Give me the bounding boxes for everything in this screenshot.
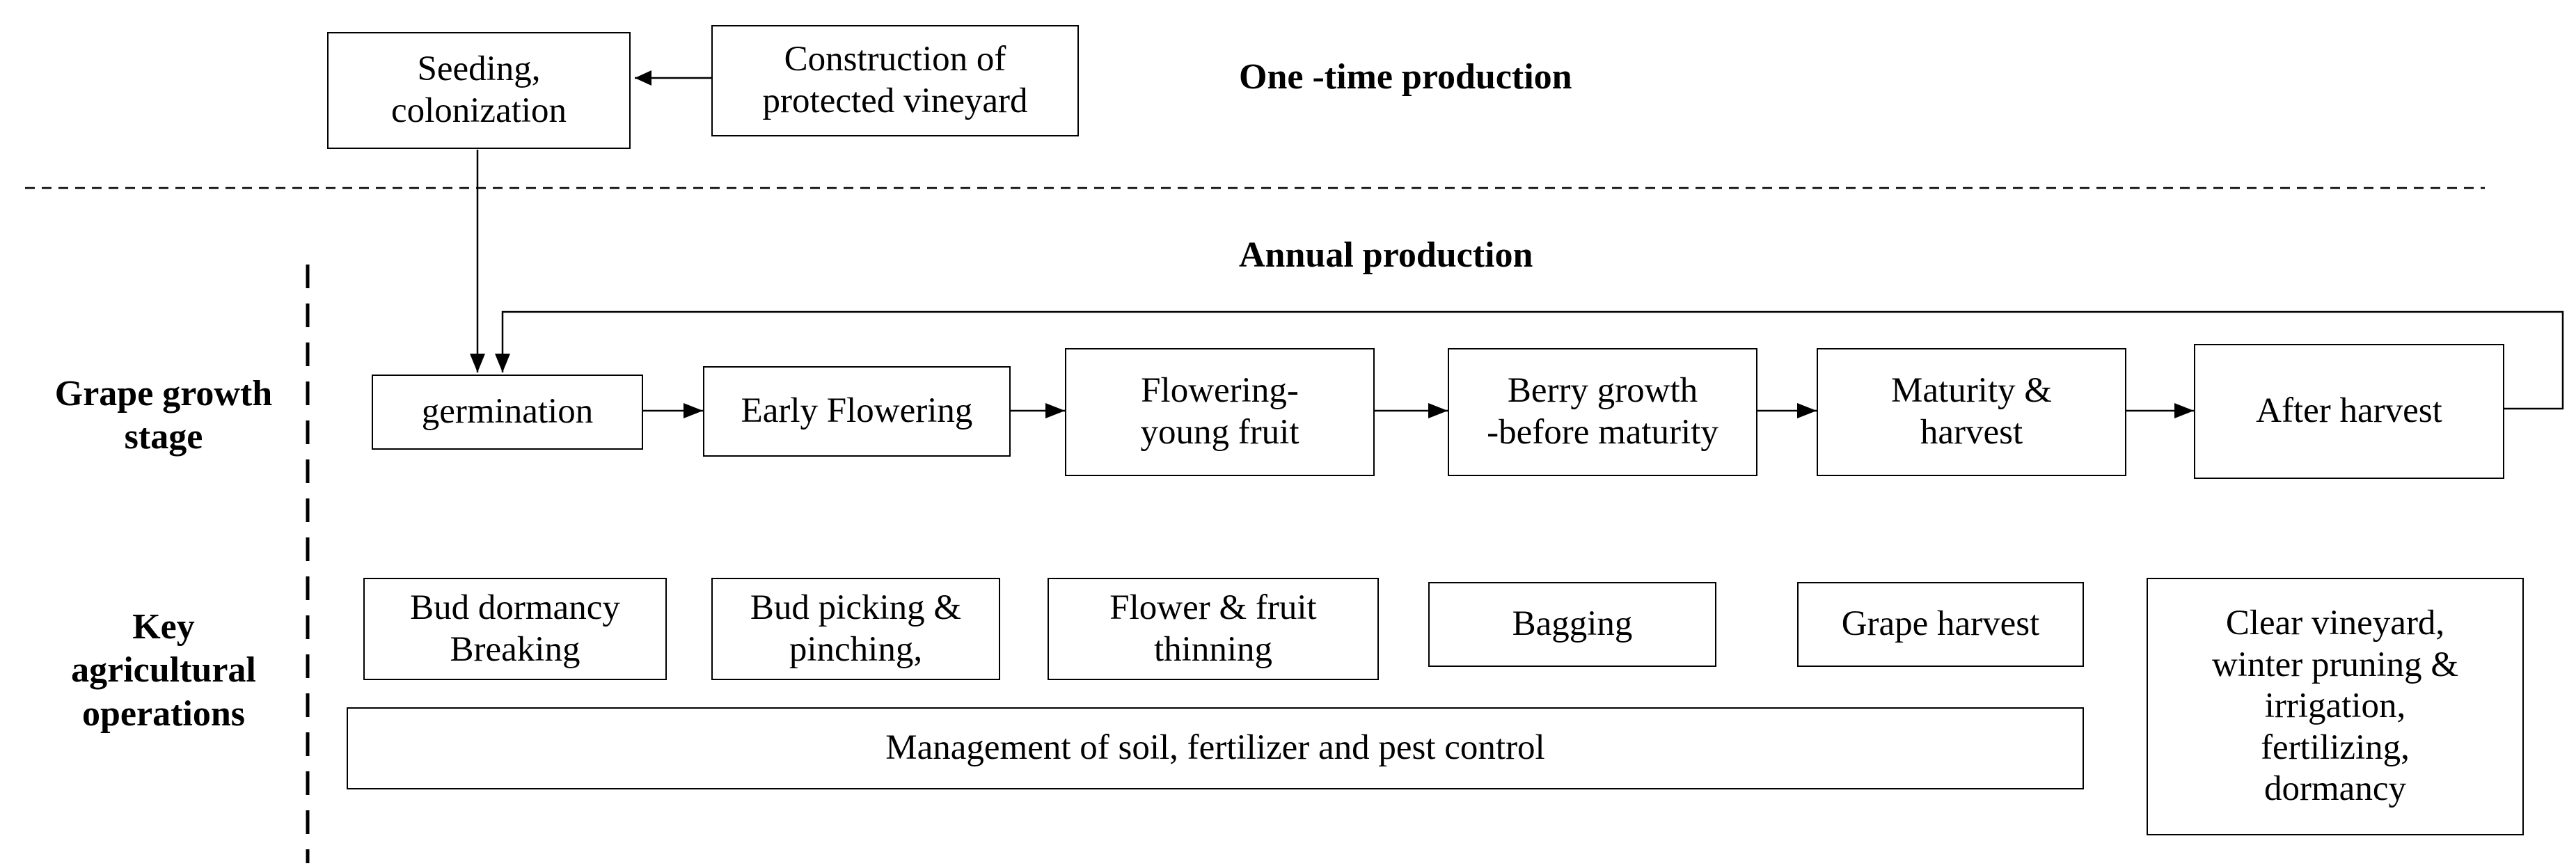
operation-bud-picking-pinching: Bud picking & pinching, [711, 578, 1000, 680]
operation-clear-vineyard: Clear vineyard, winter pruning & irrigat… [2147, 578, 2524, 835]
arrowhead-stage-3-4 [1428, 403, 1448, 418]
arrowhead-construction-to-seeding [635, 70, 651, 86]
row-label-operations: Key agricultural operations [71, 607, 256, 734]
stage-flowering-young-fruit: Flowering- young fruit [1065, 348, 1375, 476]
stage-berry-growth: Berry growth -before maturity [1448, 348, 1757, 476]
arrowhead-seeding-to-germination [470, 354, 485, 372]
arrowhead-stage-5-6 [2174, 403, 2194, 418]
annual-production-label: Annual production [1239, 235, 1533, 275]
operation-bagging: Bagging [1428, 582, 1716, 667]
stage-germination: germination [372, 375, 643, 450]
arrowhead-stage-2-3 [1045, 403, 1065, 418]
row-label-growth-stage: Grape growth stage [54, 374, 273, 457]
arrowhead-loop-back [495, 354, 510, 372]
node-seeding-colonization: Seeding, colonization [327, 32, 631, 149]
arrowhead-stage-4-5 [1797, 403, 1817, 418]
arrowhead-stage-1-2 [683, 403, 703, 418]
arrow-loop-back [501, 310, 2564, 410]
operation-bud-dormancy-breaking: Bud dormancy Breaking [363, 578, 667, 680]
stage-after-harvest: After harvest [2194, 344, 2504, 479]
one-time-production-label: One -time production [1239, 57, 1572, 97]
stage-early-flowering: Early Flowering [703, 366, 1011, 457]
operation-soil-fertilizer-pest-management: Management of soil, fertilizer and pest … [347, 707, 2084, 789]
operation-grape-harvest: Grape harvest [1797, 582, 2084, 667]
node-construction-protected-vineyard: Construction of protected vineyard [711, 25, 1079, 136]
stage-maturity-harvest: Maturity & harvest [1817, 348, 2126, 476]
operation-flower-fruit-thinning: Flower & fruit thinning [1048, 578, 1379, 680]
